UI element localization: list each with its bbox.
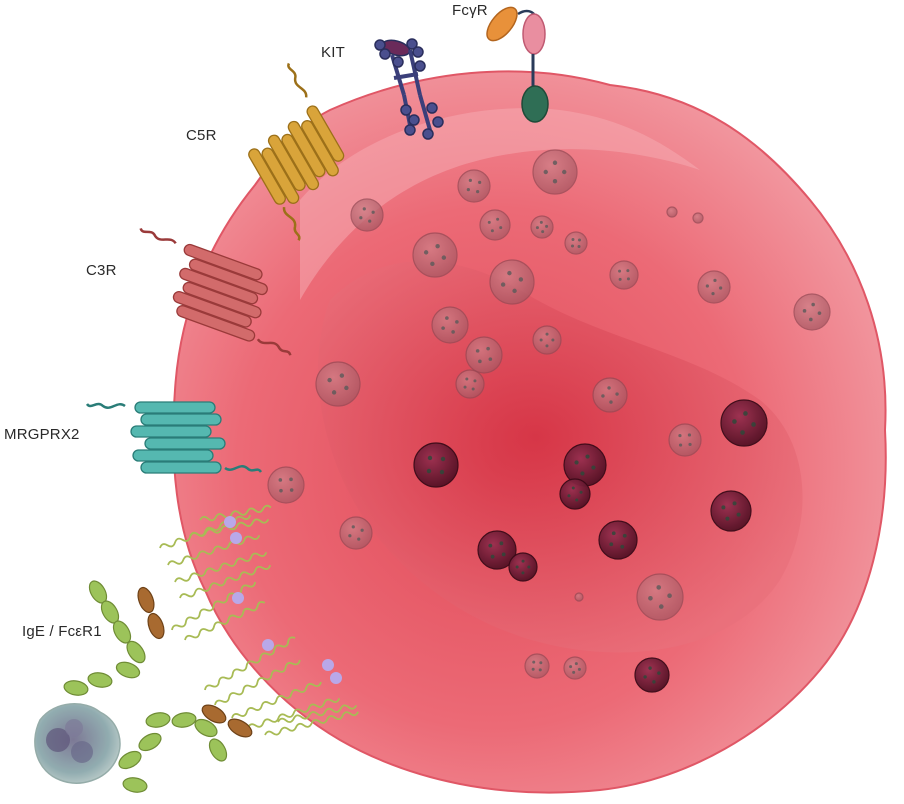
ige-antibodies: [63, 580, 228, 793]
fcgr-label: FcγR: [452, 2, 488, 19]
granule: [666, 206, 678, 218]
fceri-alpha-domains: [137, 586, 253, 738]
helix: [188, 258, 268, 296]
granule: [477, 530, 517, 570]
granule: [267, 466, 305, 504]
helix: [248, 148, 286, 205]
allergen: [34, 703, 121, 784]
granule: [720, 399, 768, 447]
fceri-tail: [171, 581, 256, 631]
helix: [176, 305, 256, 342]
granule: [431, 306, 469, 344]
granule: [315, 361, 361, 407]
helix: [182, 281, 262, 319]
helix: [179, 267, 259, 305]
helix: [144, 437, 226, 450]
helix: [287, 120, 326, 178]
granule: [574, 592, 584, 602]
fceri-tail: [204, 636, 296, 691]
granule: [634, 657, 670, 693]
helix: [301, 120, 339, 177]
granule: [563, 656, 587, 680]
helix: [183, 243, 263, 281]
granule: [592, 377, 628, 413]
c3r-receptor: [139, 227, 292, 356]
helix: [130, 425, 212, 438]
granule: [564, 231, 588, 255]
kit-label: KIT: [321, 44, 345, 61]
granule: [793, 293, 831, 331]
fceri-tail: [184, 601, 266, 641]
granule: [455, 369, 485, 399]
helix: [261, 147, 300, 204]
mrgprx2-label: MRGPRX2: [4, 426, 80, 443]
fceri-tail: [277, 704, 358, 723]
fceri-tail: [247, 697, 341, 729]
granule: [465, 336, 503, 374]
ige-fceri-label: IgE / FcεR1: [22, 623, 102, 640]
fceri-tail: [231, 681, 322, 719]
kit-receptor: [374, 38, 444, 140]
fcgr-receptor: [486, 6, 549, 123]
c3r-label: C3R: [86, 262, 117, 279]
helix: [140, 461, 222, 474]
fceri-chains: [224, 516, 342, 684]
granule: [609, 260, 639, 290]
granule: [692, 212, 704, 224]
nucleus: [318, 261, 803, 653]
granule: [524, 653, 550, 679]
granule: [532, 149, 578, 195]
c5r-label: C5R: [186, 127, 217, 144]
granule: [697, 270, 731, 304]
fceri-tail: [199, 504, 272, 522]
granule: [636, 573, 684, 621]
helix: [267, 134, 306, 192]
granule: [489, 259, 535, 305]
helix: [132, 449, 214, 462]
cell-highlight: [300, 108, 700, 300]
c5r-receptor: [248, 62, 345, 241]
granule: [350, 198, 384, 232]
granule: [457, 169, 491, 203]
fceri-tail: [179, 564, 272, 599]
fceri-tail: [167, 534, 261, 566]
fceri-tail: [264, 711, 359, 736]
granule: [508, 552, 538, 582]
helix: [281, 133, 320, 191]
granule: [339, 516, 373, 550]
granule: [412, 232, 458, 278]
granule: [530, 215, 554, 239]
fceri-tail: [214, 659, 301, 706]
helix: [140, 413, 222, 426]
fceri-tail: [174, 551, 268, 583]
granule: [413, 442, 459, 488]
mast-cell: [172, 70, 887, 794]
mrgprx2-receptor: [85, 401, 263, 474]
granule: [559, 478, 591, 510]
helix: [134, 401, 216, 414]
helix: [306, 105, 345, 162]
granules: [267, 149, 831, 693]
granule: [598, 520, 638, 560]
granule: [710, 490, 752, 532]
granule: [479, 209, 511, 241]
helix: [172, 291, 252, 328]
granule: [668, 423, 702, 457]
granule: [532, 325, 562, 355]
